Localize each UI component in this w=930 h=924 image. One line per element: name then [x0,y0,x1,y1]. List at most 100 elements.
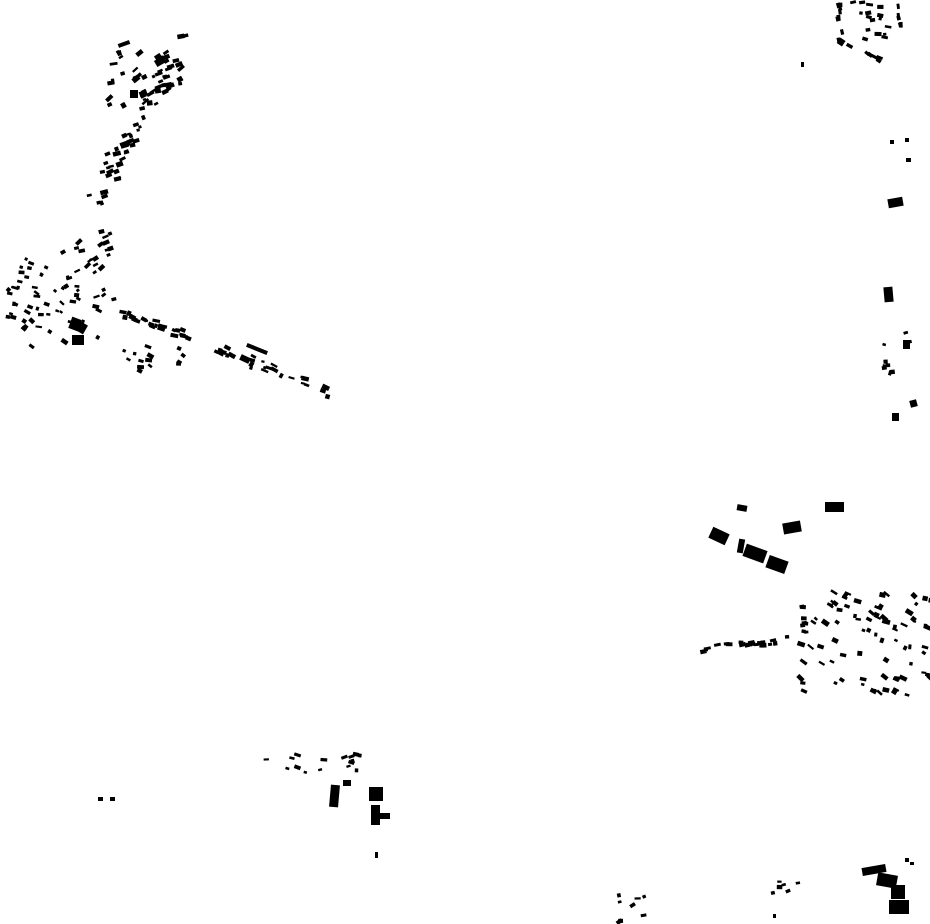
building [59,310,64,314]
building [889,900,909,914]
building [324,393,331,400]
building [776,884,783,890]
building [132,66,139,73]
building [795,881,801,885]
building [171,327,177,333]
building [859,676,867,682]
building [699,648,707,655]
building [770,890,776,895]
building [921,671,927,675]
building [640,913,647,918]
building [131,74,141,84]
building [839,652,847,658]
building [248,361,255,368]
building [5,314,11,319]
building [132,122,140,128]
building [881,365,886,371]
building [352,751,360,757]
building [125,143,131,148]
building [31,285,38,290]
building [288,375,295,380]
building [213,349,220,355]
building [119,140,128,146]
building [74,284,80,288]
building [319,387,327,394]
building [838,37,846,44]
building [125,357,131,362]
building [829,659,835,664]
building [892,624,897,629]
building [151,74,156,79]
building [250,353,257,359]
building [176,361,182,366]
building [119,309,127,315]
building [132,351,137,356]
building [861,36,869,42]
building [28,343,35,350]
building [378,813,390,819]
building [835,16,840,22]
building [131,316,138,323]
building [749,641,756,647]
building [289,756,295,760]
building [713,642,721,647]
building [153,101,159,106]
building [329,784,340,808]
building [6,291,13,296]
building [905,138,909,142]
building [246,343,268,355]
building [883,590,891,598]
building [43,265,49,270]
building [830,589,838,596]
building [865,616,873,623]
building [738,640,744,644]
building [820,618,830,627]
building [112,150,122,157]
building [239,354,251,364]
building [354,768,359,773]
building [869,17,876,23]
building [26,304,34,310]
building [135,48,144,58]
building [708,526,730,546]
building [132,74,139,80]
building [110,797,115,801]
building [227,351,237,360]
building [24,257,29,261]
building [876,689,883,696]
building [321,383,331,391]
building [371,805,380,825]
building [887,196,904,209]
building [922,595,929,602]
building [921,650,927,656]
building [893,638,899,643]
building [782,520,802,535]
building [100,292,107,298]
building [844,591,852,596]
building [868,609,876,617]
building [123,150,130,155]
building [124,132,132,137]
building [849,0,857,5]
building [165,85,172,92]
building [839,28,845,35]
building [810,619,817,625]
building [9,314,17,320]
building [108,164,115,169]
building [117,40,131,48]
building [111,297,117,302]
building [765,554,789,575]
building [736,538,746,554]
building [126,137,135,145]
building [176,345,182,352]
building [874,31,882,37]
building [170,332,179,339]
building [300,381,305,385]
building [800,681,806,685]
building [785,888,791,894]
building [12,301,16,307]
building [865,14,873,20]
building [28,317,36,325]
building [882,32,887,36]
building [303,382,310,388]
